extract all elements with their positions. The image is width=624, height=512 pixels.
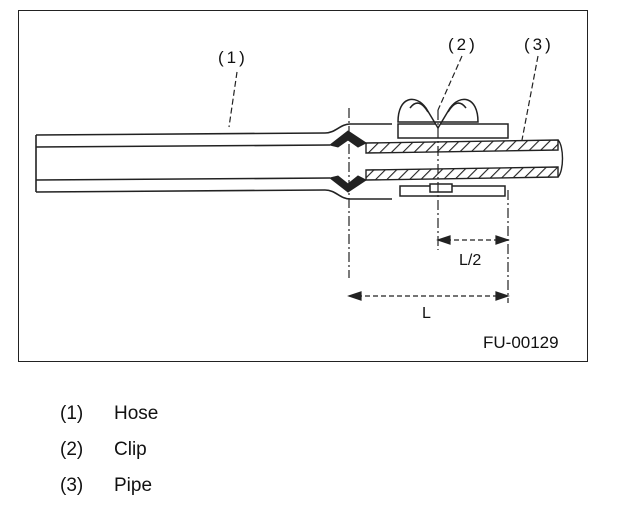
legend: (1) Hose (2) Clip (3) Pipe xyxy=(60,396,158,504)
dimension-line-half xyxy=(436,235,510,245)
dimension-line-full xyxy=(347,291,510,301)
legend-label: Pipe xyxy=(114,475,153,496)
callout-1-label: (1) xyxy=(218,48,248,67)
extension-lines xyxy=(348,108,509,303)
legend-item-clip: (2) Clip xyxy=(60,432,158,468)
callout-2-label: (2) xyxy=(448,35,478,54)
callout-3-label: (3) xyxy=(524,35,554,54)
dimension-full-label: L xyxy=(422,305,431,322)
legend-number: (3) xyxy=(60,475,84,496)
hose-crimp-ridges xyxy=(328,130,367,193)
legend-number: (2) xyxy=(60,439,84,460)
legend-item-pipe: (3) Pipe xyxy=(60,468,158,504)
pipe-shape xyxy=(365,139,564,181)
clip-shape xyxy=(397,98,509,197)
legend-label: Clip xyxy=(114,439,147,460)
dimension-half-label: L/2 xyxy=(459,252,481,269)
legend-number: (1) xyxy=(60,403,84,424)
legend-label: Hose xyxy=(114,403,159,424)
callout-leaders xyxy=(228,55,539,141)
legend-item-hose: (1) Hose xyxy=(60,396,158,432)
figure-code-label: FU-00129 xyxy=(483,333,559,352)
hose-shape xyxy=(35,123,392,200)
